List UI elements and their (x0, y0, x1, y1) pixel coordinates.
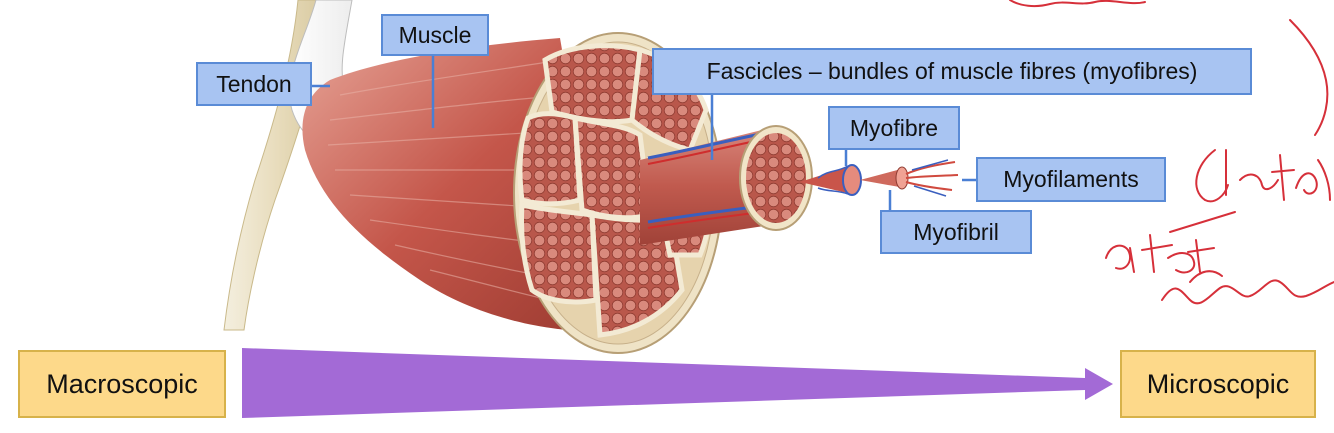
scale-arrow (242, 348, 1113, 418)
myofibril-label: Myofibril (880, 210, 1032, 254)
leader-lines (312, 55, 976, 212)
myofilaments-label: Myofilaments (976, 157, 1166, 202)
macroscopic-box: Macroscopic (18, 350, 226, 418)
tendon-label: Tendon (196, 62, 312, 106)
fascicle-compartments (517, 43, 714, 338)
myofibre-shape (800, 166, 852, 194)
microscopic-box: Microscopic (1120, 350, 1316, 418)
handwritten-annotations (1009, 0, 1334, 305)
fascicles-label: Fascicles – bundles of muscle fibres (my… (652, 48, 1252, 95)
myofilament-strands (905, 161, 959, 191)
myofibre-label: Myofibre (828, 106, 960, 150)
muscle-label: Muscle (381, 14, 489, 56)
myofibril-shape (860, 168, 905, 188)
